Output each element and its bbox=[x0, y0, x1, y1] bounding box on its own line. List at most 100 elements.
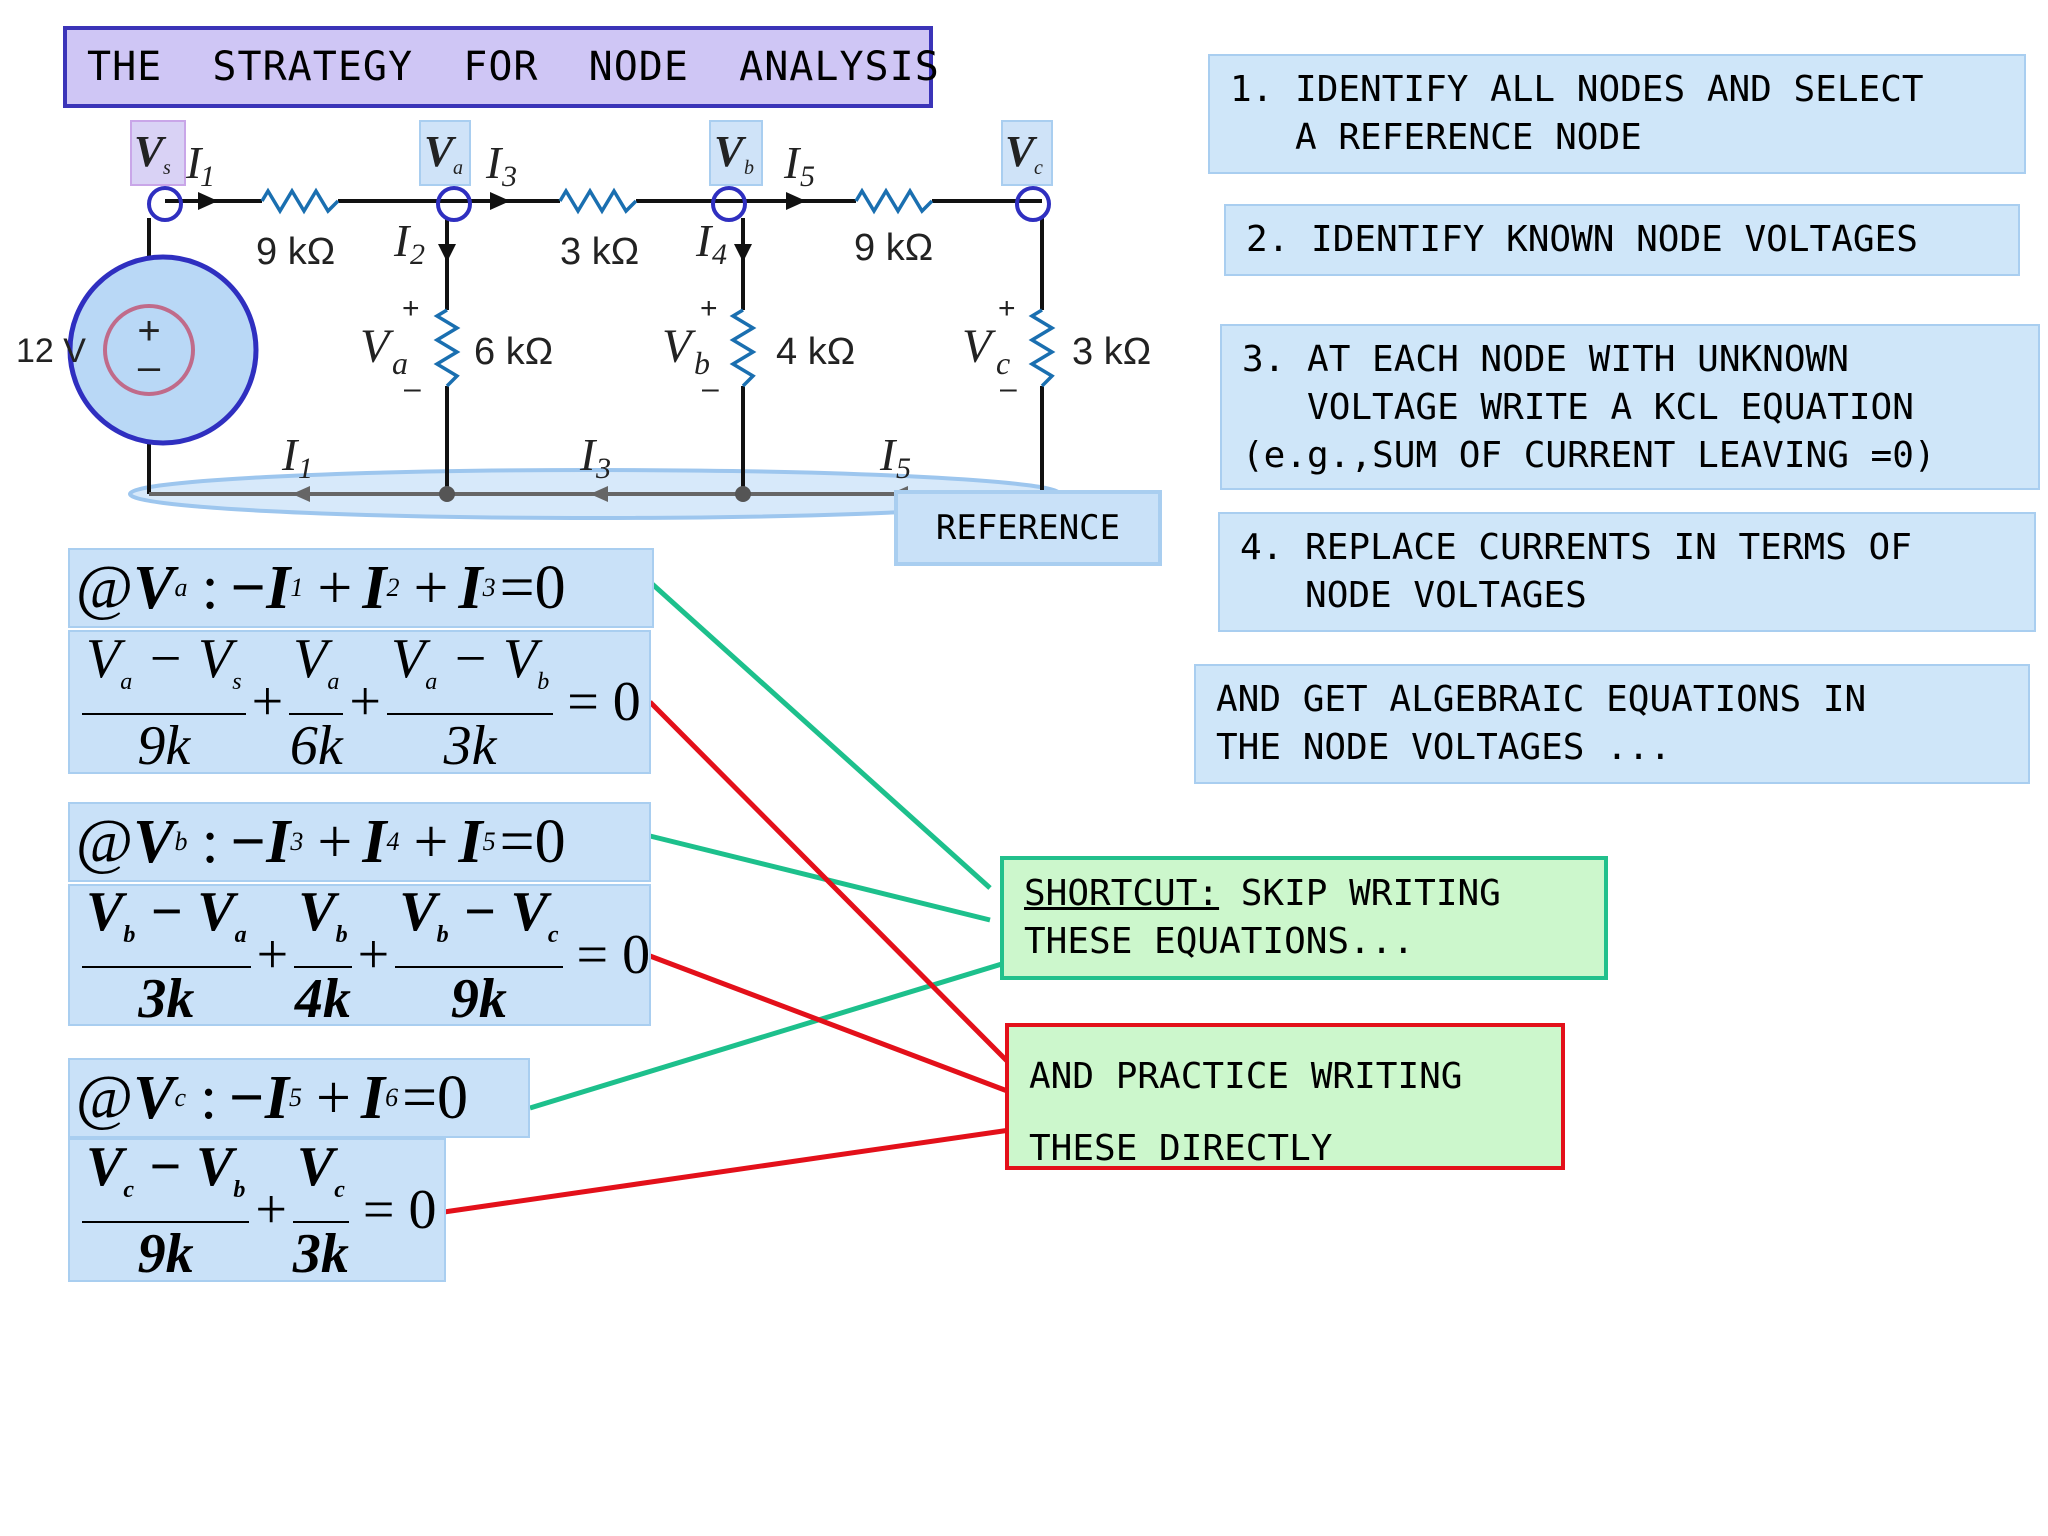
va-minus: – bbox=[404, 372, 421, 405]
at-symbol: @ bbox=[76, 553, 134, 622]
red-connector-b bbox=[649, 953, 1011, 1095]
term-2-sub: 6 bbox=[385, 1083, 399, 1112]
shortcut-line-1: SHORTCUT: SKIP WRITING bbox=[1024, 870, 1584, 918]
step-2: 2. IDENTIFY KNOWN NODE VOLTAGES bbox=[1224, 204, 2020, 276]
vc-minus: – bbox=[1000, 372, 1017, 405]
node-vb-highlight bbox=[709, 120, 763, 186]
vc-voltage-label: V bbox=[962, 320, 996, 373]
term-2-sub: 4 bbox=[386, 827, 400, 856]
va-plus: + bbox=[402, 292, 420, 325]
term-3: I bbox=[458, 807, 483, 876]
junction-dot bbox=[439, 486, 455, 502]
equals-zero: =0 bbox=[402, 1063, 469, 1132]
slide-title: THE STRATEGY FOR NODE ANALYSIS bbox=[63, 26, 939, 108]
var-v: V bbox=[133, 807, 175, 876]
equals-zero: = 0 bbox=[362, 1179, 437, 1241]
term-2: I bbox=[362, 807, 387, 876]
red-connector-a bbox=[648, 700, 1012, 1066]
junction-dot bbox=[735, 486, 751, 502]
bottom-current-i1-label: I bbox=[281, 429, 300, 480]
step-3: 3. AT EACH NODE WITH UNKNOWN VOLTAGE WRI… bbox=[1220, 324, 2040, 490]
resistor-label-4k: 4 kΩ bbox=[776, 331, 855, 373]
current-i2-sub: 2 bbox=[410, 238, 425, 271]
equals-zero: = 0 bbox=[576, 924, 651, 986]
node-vs-sub: s bbox=[163, 157, 171, 179]
step-3-line-1: 3. AT EACH NODE WITH UNKNOWN bbox=[1242, 339, 1849, 380]
resistor-label-9k-2: 9 kΩ bbox=[854, 227, 933, 269]
term-2: I bbox=[362, 553, 387, 622]
term-3: I bbox=[458, 553, 483, 622]
step-1-line-2: A REFERENCE NODE bbox=[1230, 117, 1642, 158]
step-4: 4. REPLACE CURRENTS IN TERMS OF NODE VOL… bbox=[1218, 512, 2036, 632]
reference-label: REFERENCE bbox=[894, 490, 1162, 566]
term-1: −I bbox=[228, 553, 291, 622]
colon: : bbox=[201, 807, 219, 876]
bottom-current-i1-sub: 1 bbox=[298, 452, 313, 485]
node-va-sub: a bbox=[453, 157, 463, 179]
step-5-line-1: AND GET ALGEBRAIC EQUATIONS IN bbox=[1216, 679, 1867, 720]
resistor-label-3k-vertical: 3 kΩ bbox=[1072, 331, 1151, 373]
bottom-current-i3-sub: 3 bbox=[595, 452, 611, 485]
current-i3-label: I bbox=[485, 137, 504, 188]
resistor-9k-1 bbox=[260, 187, 340, 215]
va-voltage-label: V bbox=[360, 320, 394, 373]
plus-1: + bbox=[317, 553, 353, 622]
shortcut-text-2: THESE EQUATIONS... bbox=[1024, 921, 1415, 962]
plus-2: + bbox=[349, 671, 381, 733]
current-i1-sub: 1 bbox=[200, 160, 215, 193]
practice-text-1: AND PRACTICE WRITING bbox=[1029, 1056, 1463, 1097]
plus-1: + bbox=[255, 1179, 287, 1241]
plus-1: + bbox=[251, 671, 284, 733]
current-i2-label: I bbox=[393, 215, 412, 266]
colon: : bbox=[201, 553, 219, 622]
term-2-sub: 2 bbox=[386, 573, 400, 602]
source-minus: – bbox=[138, 345, 161, 389]
node-va-label: V bbox=[424, 127, 457, 176]
step-4-line-1: 4. REPLACE CURRENTS IN TERMS OF bbox=[1240, 527, 1912, 568]
plus-2: + bbox=[413, 553, 449, 622]
term-1: −I bbox=[228, 807, 291, 876]
node-vc-circle bbox=[1015, 186, 1051, 222]
bottom-current-i5-sub: 5 bbox=[896, 452, 911, 485]
resistor-label-3k: 3 kΩ bbox=[560, 231, 639, 273]
current-i5-label: I bbox=[783, 137, 802, 188]
node-vb-circle bbox=[711, 186, 747, 222]
term-3-sub: 3 bbox=[482, 573, 496, 602]
var-v: V bbox=[133, 553, 175, 622]
plus-1: + bbox=[317, 807, 353, 876]
practice-text-2: THESE DIRECTLY bbox=[1029, 1128, 1333, 1169]
resistor-4k bbox=[729, 308, 757, 388]
at-symbol: @ bbox=[76, 807, 134, 876]
step-3-line-2: VOLTAGE WRITE A KCL EQUATION bbox=[1242, 387, 1914, 428]
green-connector-a bbox=[648, 580, 992, 890]
source-plus: + bbox=[137, 309, 160, 353]
current-arrows bbox=[198, 192, 806, 262]
source-voltage-label: 12 V bbox=[16, 332, 86, 370]
step-1: 1. IDENTIFY ALL NODES AND SELECT A REFER… bbox=[1208, 54, 2026, 174]
bottom-current-i5-label: I bbox=[879, 429, 898, 480]
current-i3-sub: 3 bbox=[501, 160, 517, 193]
node-vc-highlight bbox=[1001, 120, 1053, 186]
vb-plus: + bbox=[700, 292, 718, 325]
resistor-label-6k: 6 kΩ bbox=[474, 331, 553, 373]
step-1-line-1: 1. IDENTIFY ALL NODES AND SELECT bbox=[1230, 69, 1924, 110]
step-3-line-3: (e.g.,SUM OF CURRENT LEAVING =0) bbox=[1242, 435, 1936, 476]
node-va-highlight bbox=[419, 120, 471, 186]
current-i4-sub: 4 bbox=[712, 238, 727, 271]
term-3-sub: 5 bbox=[482, 827, 496, 856]
term-1-sub: 3 bbox=[290, 827, 304, 856]
plus-2: + bbox=[413, 807, 449, 876]
